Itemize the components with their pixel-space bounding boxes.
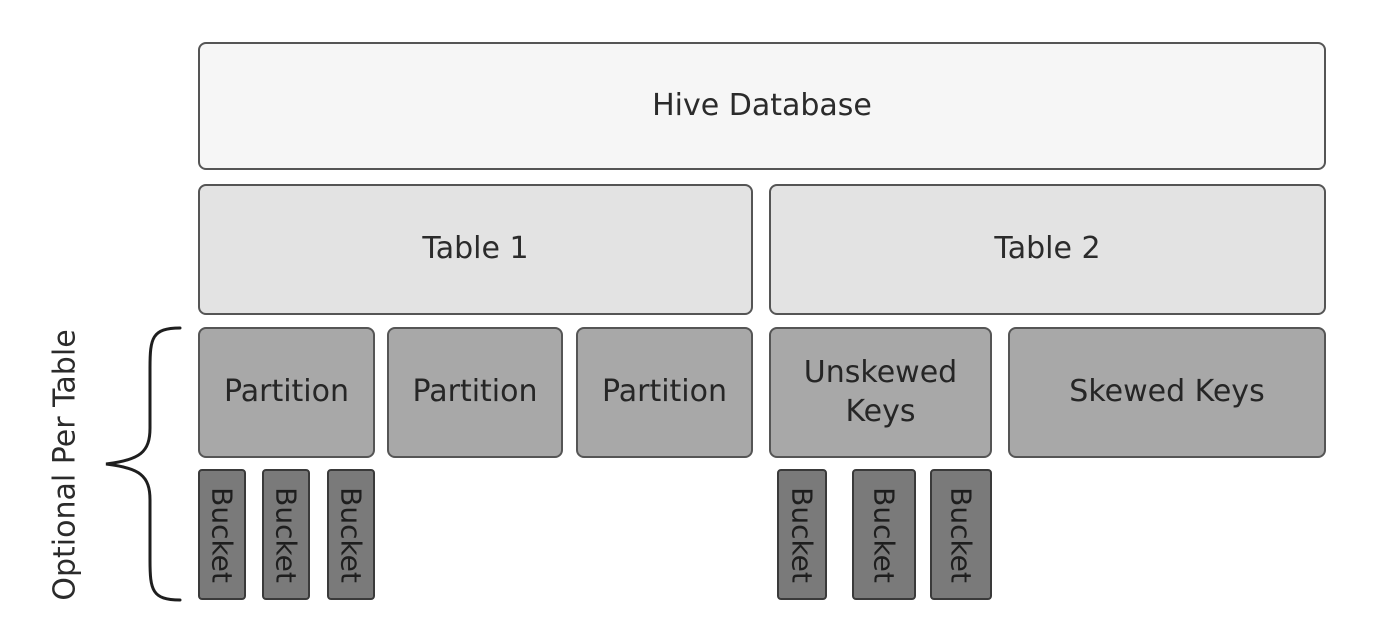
skewed-keys-box: Skewed Keys	[1008, 327, 1326, 458]
table-1-label: Table 1	[422, 231, 529, 267]
bucket-label: Bucket	[867, 486, 901, 583]
table-2-bucket-2: Bucket	[852, 469, 916, 600]
partition-label-2: Partition	[412, 374, 538, 410]
table-1-box: Table 1	[198, 184, 753, 315]
table-2-box: Table 2	[769, 184, 1326, 315]
table-1-bucket-1: Bucket	[198, 469, 246, 600]
table-1-bucket-3: Bucket	[327, 469, 375, 600]
table-2-label: Table 2	[994, 231, 1101, 267]
table-1-bucket-2: Bucket	[262, 469, 310, 600]
bucket-label: Bucket	[269, 486, 303, 583]
table-2-bucket-3: Bucket	[930, 469, 992, 600]
skewed-keys-label: Skewed Keys	[1069, 374, 1265, 410]
partition-box-3: Partition	[576, 327, 753, 458]
bucket-label: Bucket	[334, 486, 368, 583]
hive-database-label: Hive Database	[652, 87, 872, 123]
partition-label-1: Partition	[223, 374, 350, 410]
hive-database-box: Hive Database	[198, 42, 1326, 170]
bucket-label: Bucket	[944, 486, 978, 583]
table-2-bucket-1: Bucket	[777, 469, 827, 600]
partition-label-3: Partition	[601, 374, 728, 410]
curly-brace-icon	[105, 326, 182, 602]
unskewed-keys-box: Unskewed Keys	[769, 327, 992, 458]
partition-box-2: Partition	[387, 327, 563, 458]
bucket-label: Bucket	[205, 486, 239, 583]
unskewed-keys-label: Unskewed Keys	[803, 355, 958, 429]
bucket-label: Bucket	[785, 486, 819, 583]
partition-box-1: Partition	[198, 327, 375, 458]
optional-per-table-label: Optional Per Table	[47, 329, 83, 601]
